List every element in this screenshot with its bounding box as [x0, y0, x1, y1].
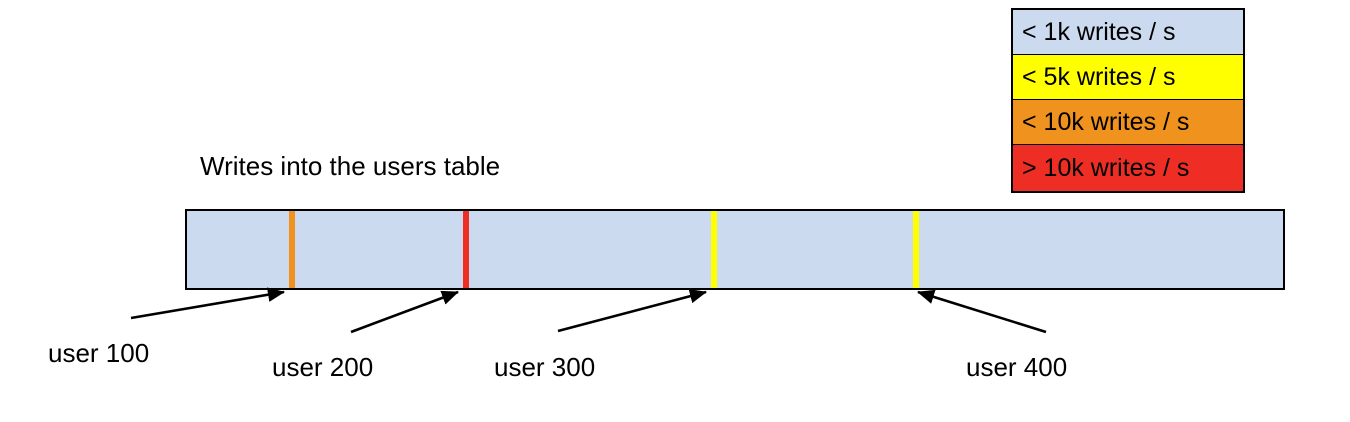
- legend-row-lt-10k: < 10k writes / s: [1013, 100, 1243, 146]
- legend-row-lt-1k: < 1k writes / s: [1013, 10, 1243, 56]
- arrow-user-300: [557, 289, 708, 333]
- hot-row-marker-user-200: [463, 211, 469, 288]
- legend-label-lt-5k: < 5k writes / s: [1022, 62, 1176, 91]
- legend-label-lt-1k: < 1k writes / s: [1022, 17, 1176, 46]
- chart-title: Writes into the users table: [200, 151, 501, 181]
- legend-label-gt-10k: > 10k writes / s: [1022, 153, 1190, 182]
- label-user-300: user 300: [494, 352, 596, 382]
- label-user-100: user 100: [48, 338, 150, 368]
- arrow-user-400: [917, 289, 1047, 334]
- legend: < 1k writes / s < 5k writes / s < 10k wr…: [1011, 8, 1245, 193]
- arrow-user-200: [350, 290, 459, 334]
- hot-row-marker-user-400: [913, 211, 919, 288]
- legend-row-gt-10k: > 10k writes / s: [1013, 145, 1243, 191]
- arrow-user-100: [130, 287, 286, 320]
- legend-label-lt-10k: < 10k writes / s: [1022, 107, 1190, 136]
- users-table-keyspace-bar: [185, 209, 1285, 290]
- hot-row-marker-user-300: [711, 211, 717, 288]
- label-user-400: user 400: [966, 352, 1068, 382]
- label-user-200: user 200: [272, 352, 374, 382]
- hot-row-marker-user-100: [289, 211, 295, 288]
- legend-row-lt-5k: < 5k writes / s: [1013, 55, 1243, 101]
